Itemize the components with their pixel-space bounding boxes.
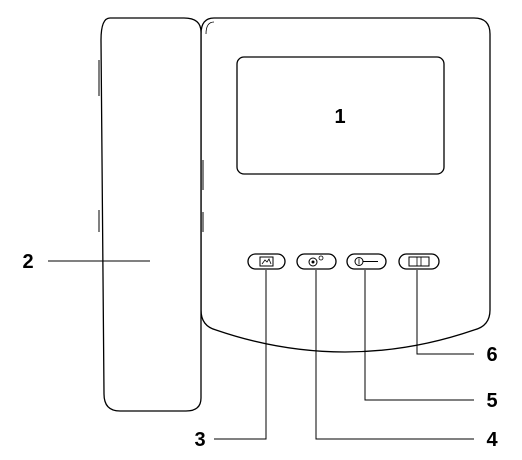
key-unlock-icon (354, 257, 378, 266)
base-unit-inner-edge (205, 21, 215, 35)
callout-line-3 (214, 270, 267, 440)
callout-label-3: 3 (194, 429, 205, 451)
door-icon (408, 256, 430, 267)
callout-label-4: 4 (486, 429, 498, 451)
callout-label-6: 6 (486, 344, 497, 366)
screen (236, 56, 445, 175)
unlock-button[interactable] (346, 253, 387, 270)
camera-switch-icon (308, 255, 324, 267)
callout-line-4 (315, 270, 474, 440)
monitor-button[interactable] (247, 253, 286, 270)
callout-line-5 (364, 270, 474, 401)
callout-label-5: 5 (486, 390, 497, 412)
camera-switch-button[interactable] (296, 253, 337, 270)
monitor-icon (259, 256, 274, 267)
handset (100, 17, 202, 412)
callout-label-2: 2 (22, 251, 33, 273)
callout-line-6 (416, 270, 474, 355)
callout-label-1: 1 (334, 106, 345, 128)
door-button[interactable] (398, 253, 440, 270)
